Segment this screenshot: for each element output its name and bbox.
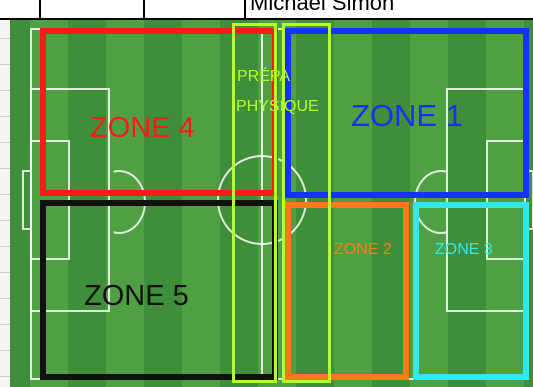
table-cell-divider — [143, 0, 145, 20]
row-divider — [0, 298, 10, 299]
row-divider — [0, 246, 10, 247]
zone-4-label: ZONE 4 — [90, 114, 195, 143]
row-divider — [0, 324, 10, 325]
left-goal — [22, 170, 32, 230]
left-margin-strip — [0, 20, 10, 387]
row-divider — [0, 350, 10, 351]
zone-2-label: ZONE 2 — [334, 242, 392, 258]
zone-5-label: ZONE 5 — [84, 282, 189, 311]
zone-3-box — [413, 202, 529, 380]
table-cell-divider — [244, 0, 246, 20]
zone-3-label: ZONE 3 — [435, 242, 493, 258]
row-divider — [0, 142, 10, 143]
row-divider — [0, 64, 10, 65]
prepa-physique-label-line2: PHYSIQUE — [236, 99, 319, 115]
row-divider — [0, 272, 10, 273]
row-divider — [0, 220, 10, 221]
table-cell-text: Michael Simon — [250, 0, 394, 16]
football-pitch: ZONE 4 ZONE 1 ZONE 5 ZONE 2 ZONE 3 PRÉPA… — [10, 20, 533, 387]
row-divider — [0, 38, 10, 39]
row-divider — [0, 376, 10, 377]
zone-1-label: ZONE 1 — [351, 100, 463, 131]
row-divider — [0, 168, 10, 169]
row-divider — [0, 194, 10, 195]
row-divider — [0, 116, 10, 117]
prepa-physique-label-line1: PRÉPA — [237, 69, 290, 85]
table-cell-divider — [39, 0, 41, 20]
row-divider — [0, 90, 10, 91]
document-table-strip: Michael Simon — [0, 0, 533, 20]
